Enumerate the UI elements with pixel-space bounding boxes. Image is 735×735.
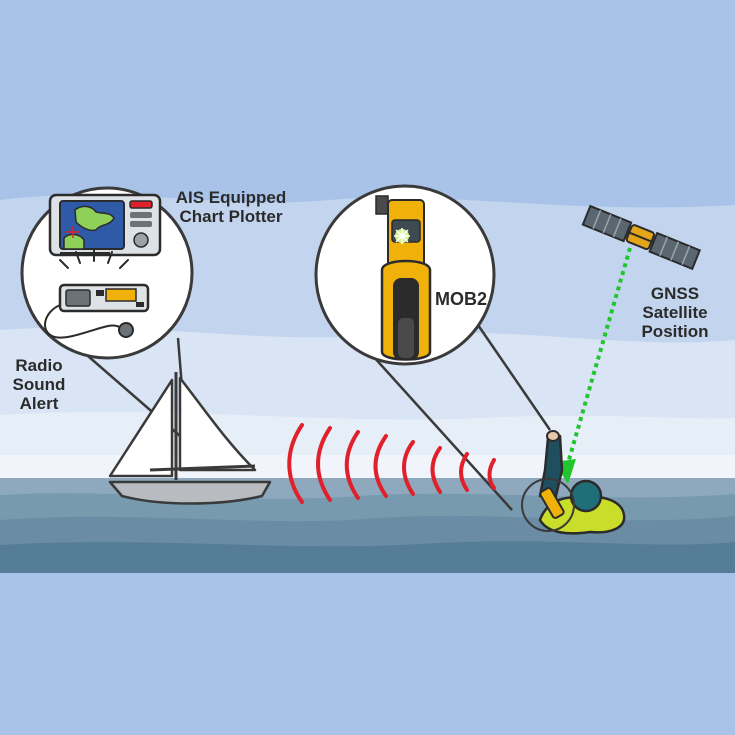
signal-wave bbox=[344, 430, 360, 500]
chart-plotter-icon bbox=[48, 193, 162, 257]
mob2-beacon-icon bbox=[375, 195, 432, 361]
chart-plotter-label: AIS Equipped Chart Plotter bbox=[175, 188, 287, 226]
vhf-radio-icon bbox=[44, 283, 150, 339]
radio-alert-label: Radio Sound Alert bbox=[12, 356, 66, 413]
signal-wave bbox=[402, 440, 415, 496]
mob2-callout bbox=[314, 184, 496, 366]
gnss-link-line bbox=[564, 247, 632, 471]
signal-wave bbox=[430, 446, 442, 494]
mob2-label: MOB2 bbox=[434, 289, 487, 309]
gnss-label: GNSS Satellite Position bbox=[641, 284, 709, 341]
radio-signal-waves bbox=[287, 423, 496, 504]
signal-wave bbox=[316, 426, 332, 502]
chart-plotter-callout bbox=[20, 186, 194, 360]
satellite-icon bbox=[581, 204, 702, 271]
sailboat-icon bbox=[108, 372, 272, 505]
signal-wave bbox=[487, 458, 496, 490]
signal-wave bbox=[373, 434, 388, 498]
signal-wave bbox=[287, 423, 304, 504]
sound-burst-lines bbox=[59, 249, 129, 269]
person-overboard-icon bbox=[521, 430, 626, 535]
sea bbox=[0, 478, 735, 573]
signal-wave bbox=[459, 452, 469, 492]
